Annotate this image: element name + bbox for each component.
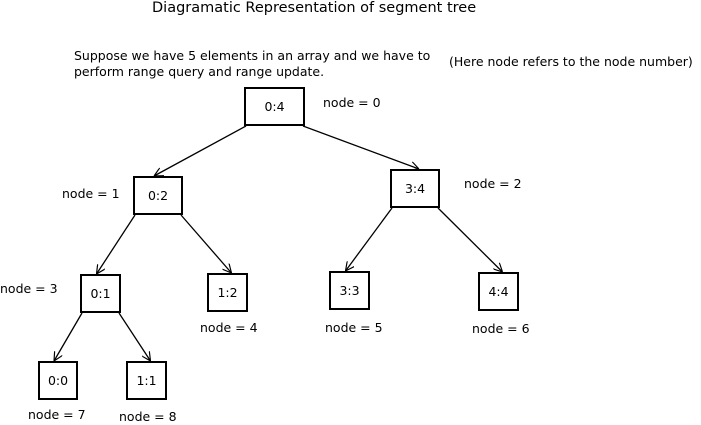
tree-node-2: 3:4 — [390, 169, 440, 208]
description-line-2: perform range query and range update. — [74, 64, 325, 79]
diagram-title: Diagramatic Representation of segment tr… — [152, 0, 477, 16]
description-line-1: Suppose we have 5 elements in an array a… — [74, 48, 431, 63]
node-range: 3:4 — [404, 181, 426, 196]
edge-0-1 — [154, 125, 247, 176]
tree-node-5: 3:3 — [329, 271, 370, 310]
node-range: 1:2 — [217, 285, 238, 300]
node-range: 1:1 — [136, 373, 157, 388]
node-label-1: node = 1 — [62, 186, 120, 201]
node-label-6: node = 6 — [472, 321, 530, 336]
edge-2-6 — [437, 207, 503, 272]
tree-node-1: 0:2 — [133, 176, 183, 215]
node-label-2: node = 2 — [464, 176, 522, 191]
node-range: 0:1 — [90, 286, 111, 301]
node-label-3: node = 3 — [0, 281, 58, 296]
node-label-7: node = 7 — [28, 407, 86, 422]
edge-3-8 — [118, 312, 151, 361]
tree-node-4: 1:2 — [207, 273, 248, 312]
node-number-note: (Here node refers to the node number) — [449, 54, 693, 69]
node-range: 3:3 — [339, 283, 360, 298]
tree-node-0: 0:4 — [244, 87, 305, 126]
description-text: Suppose we have 5 elements in an array a… — [74, 48, 430, 80]
edge-1-4 — [180, 214, 232, 273]
edge-2-5 — [346, 207, 393, 271]
edge-0-2 — [302, 125, 419, 169]
node-label-0: node = 0 — [323, 95, 381, 110]
tree-node-7: 0:0 — [38, 361, 78, 400]
tree-node-6: 4:4 — [478, 272, 519, 311]
edge-1-3 — [97, 214, 136, 274]
node-range: 0:0 — [47, 373, 69, 388]
node-range: 0:4 — [264, 99, 285, 114]
tree-node-3: 0:1 — [80, 274, 121, 313]
node-label-8: node = 8 — [119, 409, 177, 424]
node-range: 0:2 — [147, 188, 169, 203]
tree-node-8: 1:1 — [126, 361, 167, 400]
node-label-4: node = 4 — [200, 320, 258, 335]
edge-3-7 — [54, 312, 83, 361]
node-range: 4:4 — [488, 284, 509, 299]
node-label-5: node = 5 — [325, 320, 383, 335]
